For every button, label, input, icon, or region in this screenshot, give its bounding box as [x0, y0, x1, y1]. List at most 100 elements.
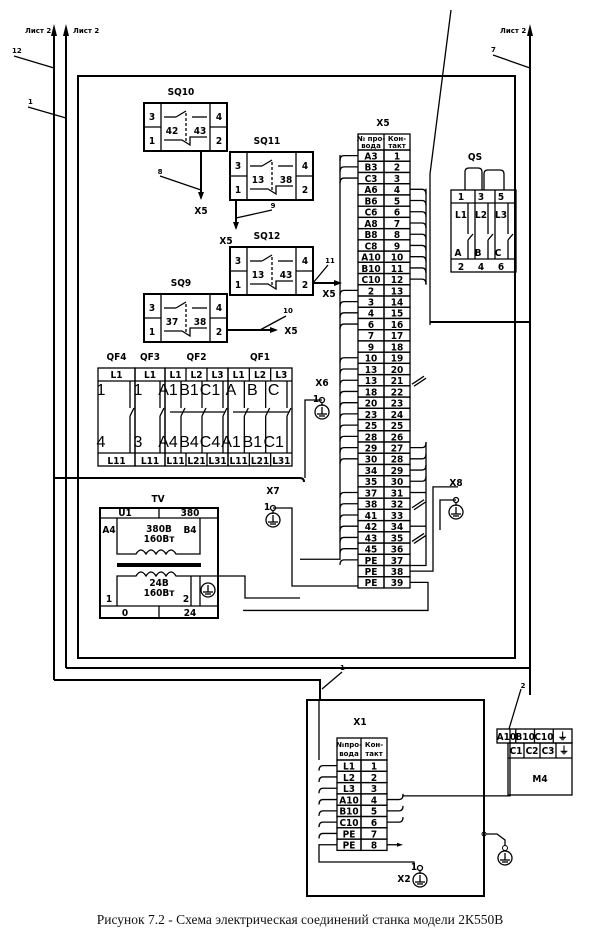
contact-number: 8 — [371, 841, 377, 852]
wire — [487, 233, 494, 241]
label: такт — [388, 142, 407, 150]
wire — [413, 377, 427, 387]
wire-number: 4 — [368, 309, 374, 320]
wire — [339, 289, 358, 296]
contact-number: 6 — [371, 818, 377, 829]
pin-label: 3 — [235, 256, 241, 267]
line-label: L2 — [191, 370, 203, 381]
pin-label: B4 — [179, 434, 199, 451]
pin-label: 1 — [134, 382, 143, 399]
pin-label: 3 — [149, 112, 155, 123]
line-label: L3 — [212, 370, 224, 381]
pin-label: 1 — [264, 502, 270, 513]
ground-terminal-x2: X21 — [397, 862, 428, 888]
label: Кон- — [388, 135, 406, 143]
wire-number: 20 — [365, 399, 378, 410]
pin-label: B1 — [179, 382, 199, 399]
wire — [411, 532, 425, 542]
wire — [410, 278, 427, 285]
line-label: L11 — [230, 456, 248, 467]
wire — [507, 233, 514, 241]
pin-label: 3 — [478, 192, 484, 203]
pin-label: C1 — [263, 434, 284, 451]
arrow-up-icon — [527, 24, 533, 36]
contact-number: 33 — [391, 511, 404, 522]
wire — [410, 244, 427, 251]
pin-label: A4 — [102, 525, 115, 536]
wire — [339, 177, 358, 184]
line-label: L3 — [495, 210, 507, 221]
pin-label: 2 — [216, 136, 222, 147]
wire-number: C6 — [365, 208, 378, 219]
pin-label: 1 — [106, 594, 112, 605]
wire — [339, 413, 358, 419]
pin-label: A10 — [497, 732, 516, 743]
wire — [250, 185, 293, 196]
switch-title: QS — [468, 152, 482, 163]
wire-number: A10 — [361, 253, 380, 264]
contact-number: 22 — [391, 387, 404, 398]
wire-label: 2 — [521, 682, 526, 690]
wire — [318, 810, 337, 816]
contact-number: 34 — [391, 522, 404, 533]
wire — [410, 222, 427, 229]
figure-caption: Рисунок 7.2 - Схема электрическая соедин… — [97, 912, 503, 927]
wire — [387, 805, 404, 812]
pin-label: C4 — [200, 434, 221, 451]
phase-label: C — [495, 248, 502, 259]
pin-label: 4 — [216, 112, 222, 123]
contact-number: 2 — [371, 773, 377, 784]
wire-number: 3 — [368, 297, 374, 308]
wire — [318, 798, 337, 805]
contact-number: 6 — [394, 208, 400, 219]
rating: 160Вт — [144, 534, 176, 545]
pin-label: 5 — [498, 192, 504, 203]
pin-label: 4 — [97, 434, 106, 451]
x1-enclosure — [306, 699, 485, 897]
contact-number: 19 — [391, 354, 404, 365]
contact-number: 16 — [391, 320, 404, 331]
contact-number: 9 — [394, 241, 400, 252]
wire — [410, 188, 427, 195]
pin-label: C1 — [200, 382, 221, 399]
contact-label: 43 — [194, 126, 207, 137]
wire — [484, 833, 506, 848]
contact-label: 43 — [280, 270, 293, 281]
contact-number: 29 — [391, 466, 404, 477]
contact-label: 13 — [252, 270, 265, 281]
wire — [410, 233, 427, 240]
wire — [410, 256, 427, 262]
wire-number: 13 — [365, 376, 378, 387]
arrow-up-icon — [63, 24, 69, 36]
wire — [410, 211, 427, 217]
pin-label: A1 — [158, 382, 178, 399]
wire-number: 28 — [365, 432, 378, 443]
wire-number: 7 — [368, 331, 374, 342]
contact-label: 38 — [194, 317, 207, 328]
wire — [261, 159, 273, 167]
ground-icon — [497, 850, 513, 866]
rating: 160Вт — [144, 588, 176, 599]
line-label: L2 — [475, 210, 487, 221]
wire — [413, 534, 427, 544]
pin-label: 4 — [478, 262, 484, 273]
wire-number: B3 — [364, 163, 377, 174]
wire-number: L1 — [343, 762, 355, 773]
contact-number: 14 — [391, 297, 404, 308]
sm: №про- — [336, 741, 362, 749]
breaker-title: QF4 — [106, 352, 126, 363]
wire — [116, 518, 201, 556]
wire-number: 34 — [365, 466, 378, 477]
switch-title: SQ12 — [254, 231, 281, 242]
sheet-references: Лист 2 Лист 2 12 1 Лист 2 7 — [12, 24, 533, 695]
wire — [261, 254, 273, 262]
arrow-down-icon — [233, 222, 239, 230]
ground-icon — [200, 582, 216, 598]
